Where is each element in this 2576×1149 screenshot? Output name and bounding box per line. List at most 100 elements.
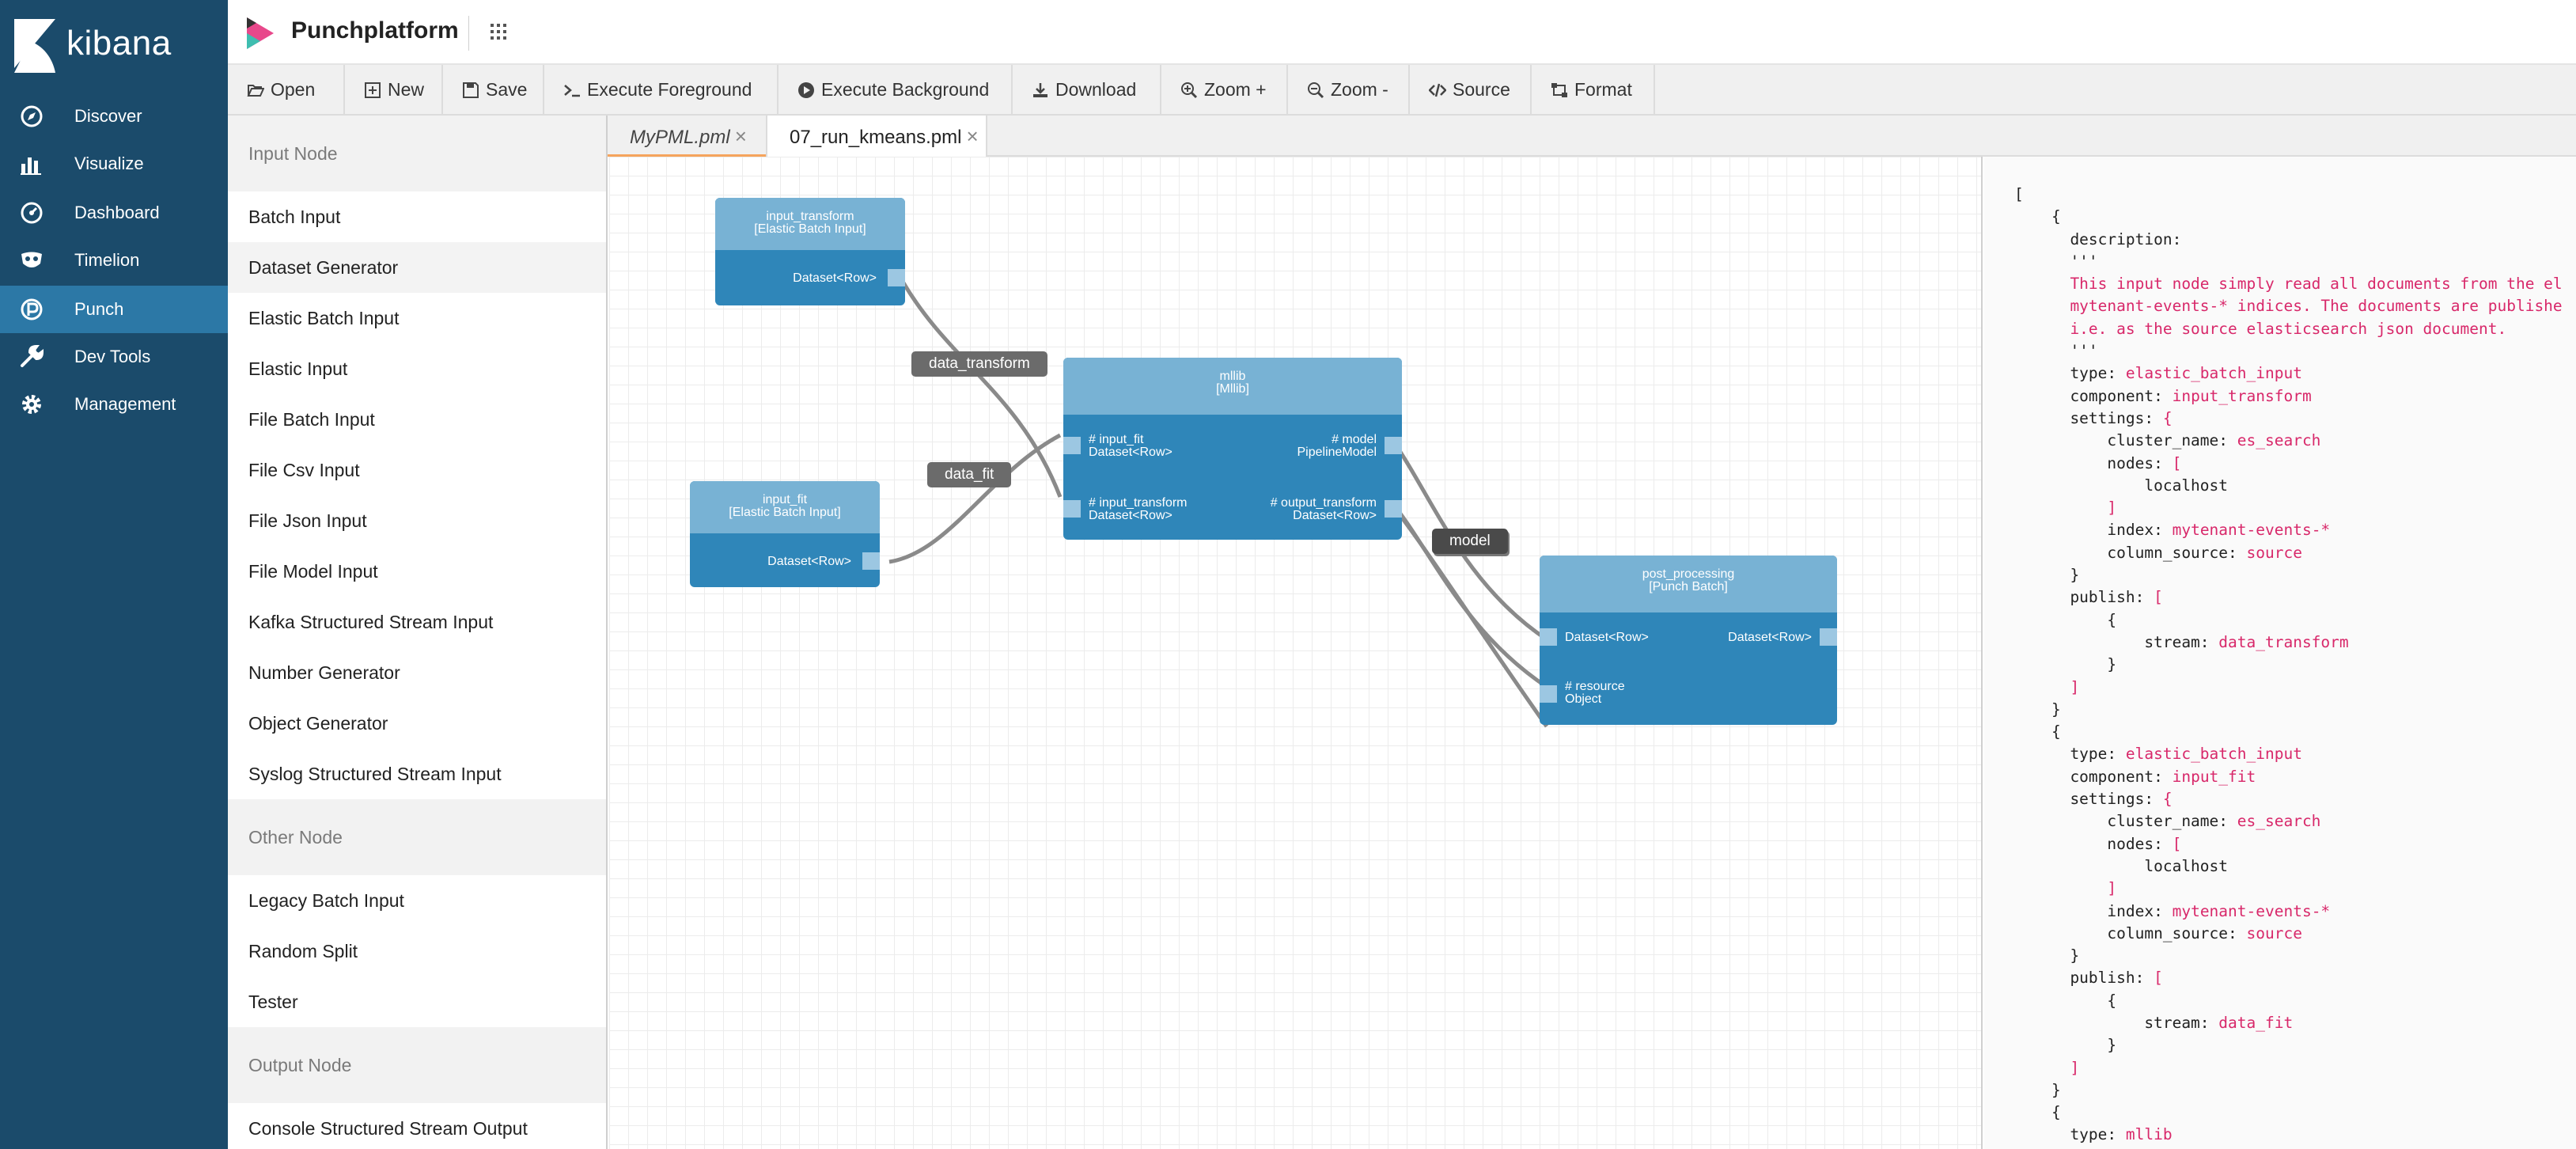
palette-item[interactable]: Console Structured Stream Output: [248, 1118, 528, 1139]
code-line: component: input_transform: [2014, 386, 2312, 405]
open-label: Open: [271, 78, 316, 100]
source-panel[interactable]: [ { description: ''' This input node sim…: [1984, 157, 2576, 1149]
palette-item[interactable]: Syslog Structured Stream Input: [248, 764, 502, 784]
node-header: mllib [Mllib]: [1063, 358, 1402, 415]
tab-label: MyPML.pml: [630, 127, 730, 148]
code-line: ]: [2014, 879, 2117, 898]
node-input-fit[interactable]: input_fit [Elastic Batch Input] Dataset<…: [690, 481, 880, 587]
plus-square-icon: [365, 82, 381, 98]
source-label: Source: [1453, 78, 1510, 100]
node-mllib[interactable]: mllib [Mllib] # input_fit Dataset<Row> #…: [1063, 358, 1402, 540]
palette-item[interactable]: Elastic Input: [248, 358, 348, 379]
palette-section-header[interactable]: Output Node: [228, 1027, 606, 1103]
tab-mypml[interactable]: MyPML.pml×: [608, 116, 766, 157]
palette-section-header[interactable]: Other Node: [228, 799, 606, 875]
source-code[interactable]: [ { description: ''' This input node sim…: [2014, 184, 2563, 1149]
node-title: mllib: [1219, 370, 1246, 383]
palette-item[interactable]: File Model Input: [248, 561, 378, 582]
kibana-brand[interactable]: kibana: [66, 24, 172, 63]
download-icon: [1033, 83, 1047, 97]
code-line: nodes: [: [2014, 453, 2182, 472]
node-palette: Input Node Batch Input Dataset Generator…: [228, 116, 608, 1149]
nav-item-dashboard[interactable]: Dashboard: [0, 189, 228, 237]
sitemap-icon: [1551, 83, 1567, 97]
code-line: [: [2014, 185, 2024, 203]
open-button[interactable]: Open: [228, 65, 345, 114]
palette-item[interactable]: Dataset Generator: [228, 242, 606, 293]
code-line: }: [2014, 566, 2080, 585]
header-divider: [468, 16, 469, 51]
palette-item[interactable]: Tester: [248, 992, 298, 1012]
execute-background-label: Execute Background: [821, 78, 990, 100]
palette-item[interactable]: File Batch Input: [248, 409, 375, 430]
execute-foreground-button[interactable]: Execute Foreground: [544, 65, 778, 114]
code-line: component: mllib: [2014, 1147, 2563, 1149]
edge-label-model[interactable]: model: [1432, 529, 1508, 554]
code-line: {: [2014, 722, 2061, 741]
editor-toolbar: Open New Save Execute Foreground Execute…: [228, 65, 2576, 116]
nav-item-management[interactable]: Management: [0, 381, 228, 428]
node-input-transform[interactable]: input_transform [Elastic Batch Input] Da…: [715, 198, 905, 305]
source-button[interactable]: Source: [1410, 65, 1532, 114]
code-icon: [1429, 83, 1446, 97]
format-label: Format: [1574, 78, 1632, 100]
nav-label: Timelion: [74, 250, 140, 270]
input-port[interactable]: [1063, 437, 1081, 454]
nav-label: Dashboard: [74, 203, 160, 222]
input-port[interactable]: [1540, 628, 1557, 646]
close-icon[interactable]: ×: [966, 124, 979, 148]
download-label: Download: [1055, 78, 1137, 100]
palette-item[interactable]: Random Split: [248, 941, 358, 961]
port-label: # model: [1332, 433, 1377, 446]
code-line: This input node simply read all document…: [2014, 275, 2563, 294]
input-port[interactable]: [1540, 685, 1557, 703]
format-button[interactable]: Format: [1532, 65, 1655, 114]
zoom-in-button[interactable]: Zoom +: [1161, 65, 1288, 114]
output-port[interactable]: [1385, 437, 1402, 454]
nav-item-punch[interactable]: Punch: [0, 286, 228, 333]
palette-item[interactable]: Number Generator: [248, 662, 400, 683]
nav-label: Discover: [74, 106, 142, 126]
palette-section-header[interactable]: Input Node: [228, 116, 606, 192]
palette-item[interactable]: Elastic Batch Input: [248, 308, 400, 328]
new-button[interactable]: New: [345, 65, 443, 114]
punch-icon: [21, 298, 43, 320]
palette-item[interactable]: File Csv Input: [248, 460, 360, 480]
apps-grid-icon[interactable]: [489, 22, 508, 41]
play-circle-icon: [798, 82, 814, 98]
output-port[interactable]: [1385, 500, 1402, 518]
kibana-logo-icon[interactable]: [14, 19, 55, 73]
edge-label-data-transform[interactable]: data_transform: [911, 351, 1047, 377]
code-line: ''': [2014, 252, 2098, 271]
output-port[interactable]: [888, 269, 905, 286]
palette-item[interactable]: Kafka Structured Stream Input: [248, 612, 494, 632]
nav-item-timelion[interactable]: Timelion: [0, 237, 228, 284]
code-line: stream: data_transform: [2014, 632, 2349, 651]
save-button[interactable]: Save: [443, 65, 544, 114]
download-button[interactable]: Download: [1013, 65, 1161, 114]
tab-07-run-kmeans[interactable]: 07_run_kmeans.pml×: [766, 116, 987, 157]
nav-item-discover[interactable]: Discover: [0, 93, 228, 140]
palette-item[interactable]: File Json Input: [248, 510, 367, 531]
zoom-out-button[interactable]: Zoom -: [1288, 65, 1410, 114]
node-post-processing[interactable]: post_processing [Punch Batch] Dataset<Ro…: [1540, 556, 1837, 725]
new-label: New: [388, 78, 425, 100]
dashboard-gauge-icon: [21, 202, 43, 224]
input-port[interactable]: [1063, 500, 1081, 518]
app-title: Punchplatform: [291, 17, 459, 44]
nav-item-visualize[interactable]: Visualize: [0, 140, 228, 188]
execute-background-button[interactable]: Execute Background: [778, 65, 1013, 114]
palette-item[interactable]: Object Generator: [248, 713, 388, 734]
palette-item[interactable]: Legacy Batch Input: [248, 890, 404, 911]
edge-label-data-fit[interactable]: data_fit: [927, 462, 1012, 487]
graph-canvas[interactable]: input_transform [Elastic Batch Input] Da…: [609, 157, 1983, 1149]
output-port[interactable]: [1820, 628, 1837, 646]
port-label: Dataset<Row>: [1728, 631, 1812, 644]
close-icon[interactable]: ×: [734, 124, 747, 148]
output-port[interactable]: [862, 552, 880, 570]
port-type: Dataset<Row>: [1089, 446, 1172, 459]
palette-item[interactable]: Batch Input: [248, 207, 341, 227]
nav-label: Punch: [74, 299, 124, 319]
nav-item-dev-tools[interactable]: Dev Tools: [0, 333, 228, 381]
code-line: i.e. as the source elasticsearch json do…: [2014, 319, 2507, 338]
